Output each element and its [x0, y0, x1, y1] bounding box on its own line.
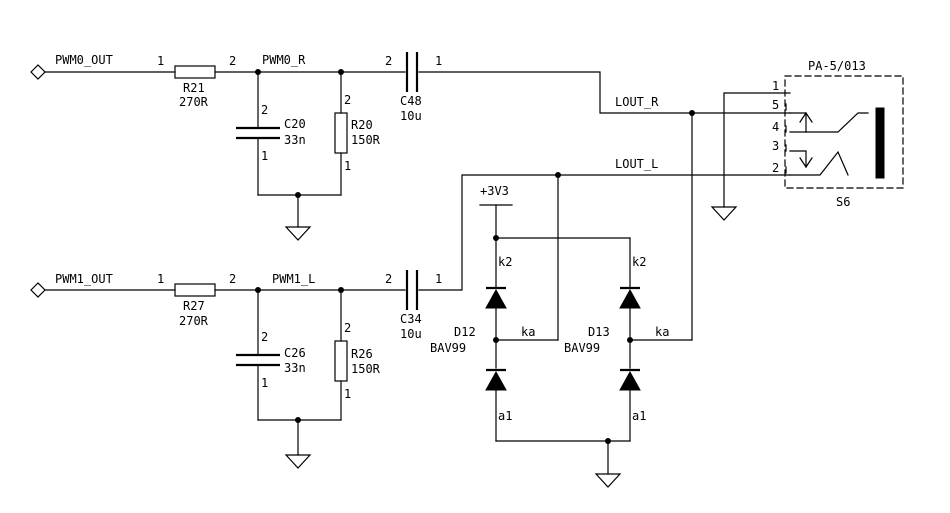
c34-pin1: 1 — [435, 272, 442, 286]
diode-d13-lower — [619, 368, 641, 391]
d12-pin-ka: ka — [521, 325, 535, 339]
c26-pin1: 1 — [261, 376, 268, 390]
d12-pin-k2: k2 — [498, 255, 512, 269]
r21-value: 270R — [179, 95, 209, 109]
channel-right: PWM0_OUT 1 R21 270R 2 PWM0_R 2 1 C20 33n… — [30, 52, 791, 241]
d13-value: BAV99 — [564, 341, 600, 355]
net-label-pwm1-out: PWM1_OUT — [55, 272, 113, 286]
r20-pin2: 2 — [344, 93, 351, 107]
c34-pin2: 2 — [385, 272, 392, 286]
c20-pin1: 1 — [261, 149, 268, 163]
net-label-lout-r: LOUT_R — [615, 95, 659, 109]
net-label-lout-l: LOUT_L — [615, 157, 658, 171]
resistor-r26 — [334, 340, 348, 382]
r21-pin1: 1 — [157, 54, 164, 68]
resistor-r20 — [334, 112, 348, 154]
diode-d12-upper — [485, 286, 507, 309]
d12-pin-a1: a1 — [498, 409, 512, 423]
jack-pin3: 3 — [772, 139, 779, 153]
d13-pin-k2: k2 — [632, 255, 646, 269]
r27-ref: R27 — [183, 299, 205, 313]
ground-symbol-diodes — [594, 473, 622, 488]
port-pwm1-out — [30, 282, 46, 298]
r21-pin2: 2 — [229, 54, 236, 68]
r26-value: 150R — [351, 362, 381, 376]
d13-pin-a1: a1 — [632, 409, 646, 423]
r26-pin2: 2 — [344, 321, 351, 335]
protection-diodes: +3V3 k2 ka a1 D12 BAV99 — [430, 112, 693, 488]
c34-value: 10u — [400, 327, 422, 341]
r20-value: 150R — [351, 133, 381, 147]
c48-pin1: 1 — [435, 54, 442, 68]
r20-ref: R20 — [351, 118, 373, 132]
jack-pin5: 5 — [772, 98, 779, 112]
resistor-r21 — [174, 65, 216, 79]
audio-jack-s6: PA-5/013 S6 1 5 4 3 2 — [710, 59, 904, 221]
d12-value: BAV99 — [430, 341, 466, 355]
s6-value: PA-5/013 — [808, 59, 866, 73]
r26-ref: R26 — [351, 347, 373, 361]
jack-pin4: 4 — [772, 120, 779, 134]
c20-pin2: 2 — [261, 103, 268, 117]
c34-ref: C34 — [400, 312, 422, 326]
net-label-pwm1-l: PWM1_L — [272, 272, 315, 286]
c48-pin2: 2 — [385, 54, 392, 68]
ground-symbol-c20 — [284, 226, 312, 241]
r21-ref: R21 — [183, 81, 205, 95]
d13-ref: D13 — [588, 325, 610, 339]
s6-ref: S6 — [836, 195, 850, 209]
d13-pin-ka: ka — [655, 325, 669, 339]
c26-pin2: 2 — [261, 330, 268, 344]
ground-symbol-jack — [710, 206, 738, 221]
r26-pin1: 1 — [344, 387, 351, 401]
c20-ref: C20 — [284, 117, 306, 131]
c26-value: 33n — [284, 361, 306, 375]
r27-pin1: 1 — [157, 272, 164, 286]
r27-value: 270R — [179, 314, 209, 328]
c20-value: 33n — [284, 133, 306, 147]
vcc-label: +3V3 — [480, 184, 509, 198]
r27-pin2: 2 — [229, 272, 236, 286]
jack-pin2: 2 — [772, 161, 779, 175]
net-label-pwm0-r: PWM0_R — [262, 53, 306, 67]
net-label-pwm0-out: PWM0_OUT — [55, 53, 113, 67]
d12-ref: D12 — [454, 325, 476, 339]
channel-left: PWM1_OUT 1 R27 270R 2 PWM1_L 2 1 C26 33n… — [30, 157, 791, 469]
port-pwm0-out — [30, 64, 46, 80]
diode-d12-lower — [485, 368, 507, 391]
r20-pin1: 1 — [344, 159, 351, 173]
jack-pin1: 1 — [772, 79, 779, 93]
c26-ref: C26 — [284, 346, 306, 360]
c48-ref: C48 — [400, 94, 422, 108]
s6-outline — [784, 75, 904, 189]
diode-d13-upper — [619, 286, 641, 309]
ground-symbol-c26 — [284, 454, 312, 469]
c48-value: 10u — [400, 109, 422, 123]
resistor-r27 — [174, 283, 216, 297]
jack-plug-body — [875, 107, 885, 179]
